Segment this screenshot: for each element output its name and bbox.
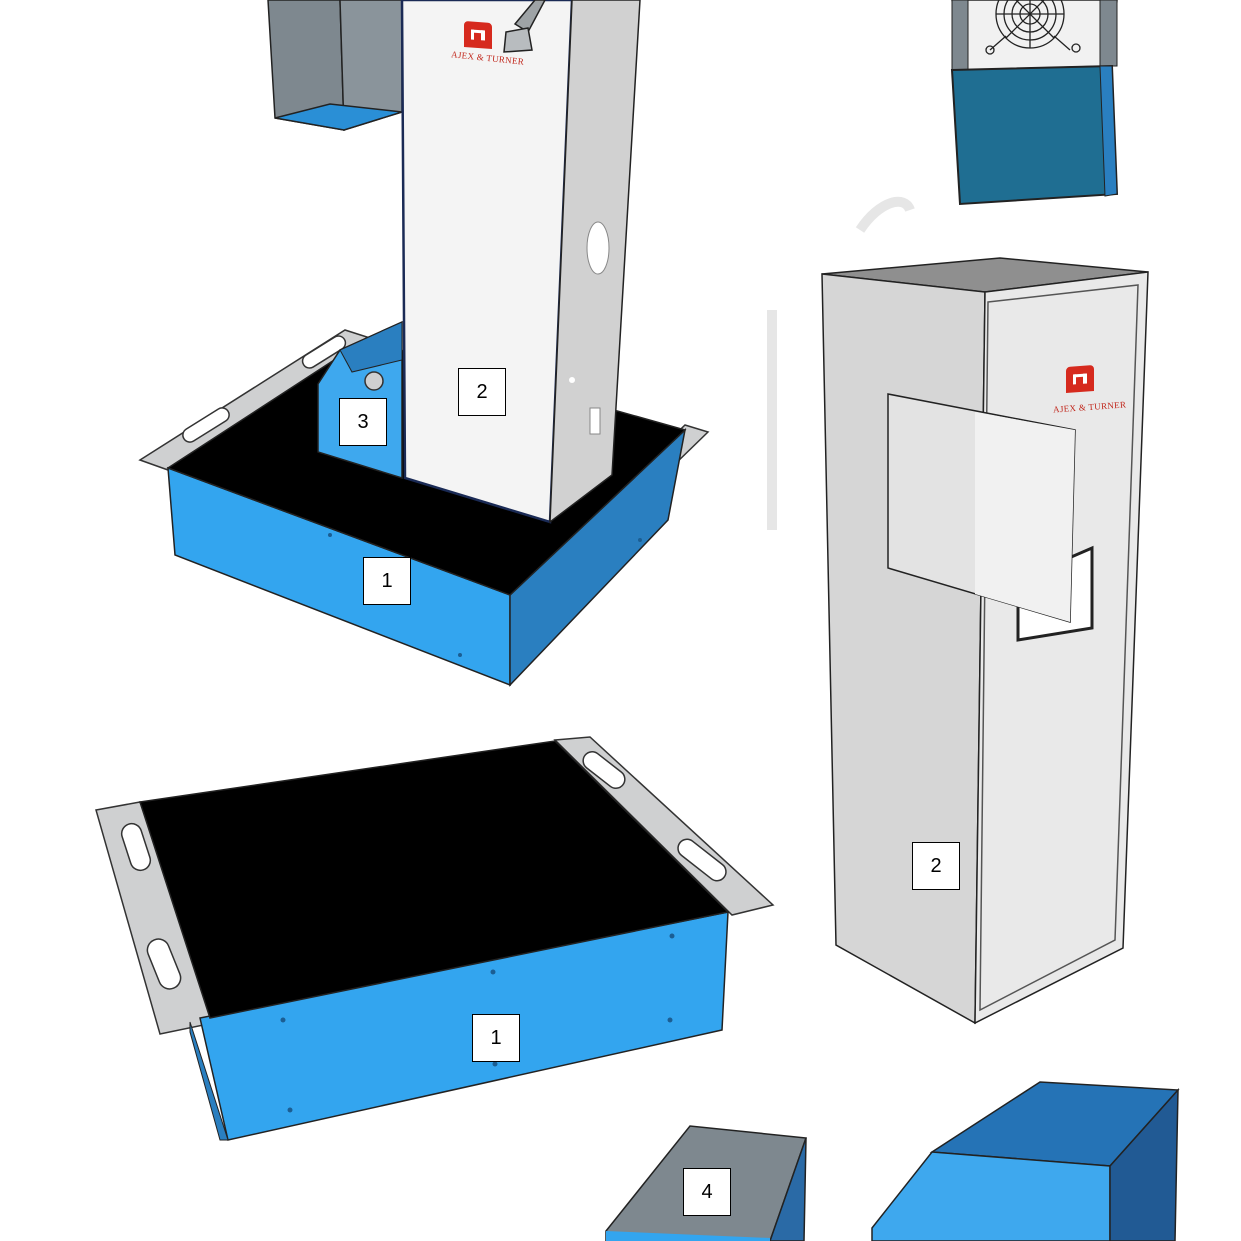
callout-part-3: 3 [339, 398, 387, 446]
callout-part-1-upper: 1 [363, 557, 411, 605]
upper-left-bracket [267, 0, 403, 132]
lower-tray [95, 736, 775, 1141]
background-watermark [767, 196, 915, 530]
lower-right-housing [871, 1081, 1180, 1241]
callout-part-2-right: 2 [912, 842, 960, 890]
fan-grille-icon [985, 0, 1081, 55]
callout-part-4: 4 [683, 1168, 731, 1216]
right-cabinet [821, 257, 1149, 1025]
callout-part-2-upper: 2 [458, 368, 506, 416]
fan-housing [950, 0, 1119, 206]
upper-cabinet-column [400, 0, 641, 524]
callout-part-1-lower: 1 [472, 1014, 520, 1062]
brand-logo-icon [464, 21, 492, 49]
nozzle-icon [503, 0, 546, 53]
brand-logo-icon [1066, 365, 1094, 393]
